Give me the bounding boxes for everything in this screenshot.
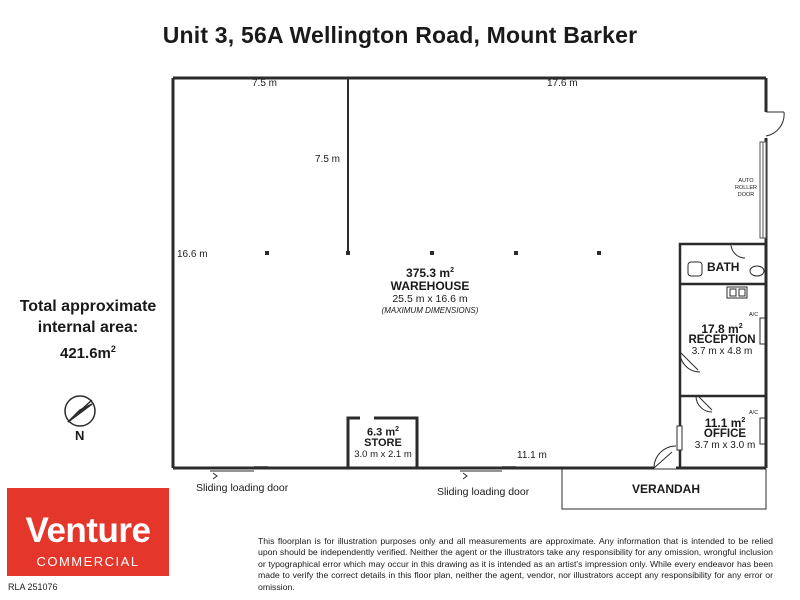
disclaimer-text: This floorplan is for illustration purpo…	[258, 536, 773, 592]
total-area-value: 421.6m2	[60, 344, 116, 362]
compass-icon	[64, 395, 96, 427]
store-walls	[346, 416, 419, 468]
sliding-door-label-1: Sliding loading door	[196, 482, 289, 494]
dim-left-height: 16.6 m	[177, 249, 208, 260]
bath-label: BATH	[707, 260, 740, 274]
page-title: Unit 3, 56A Wellington Road, Mount Barke…	[162, 22, 638, 48]
dim-top-left: 7.5 m	[252, 78, 278, 89]
reception-label: 17.8 m2 RECEPTION 3.7 m x 4.8 m	[688, 322, 756, 357]
dim-top-right: 17.6 m	[547, 78, 578, 89]
ac-label-reception: A/C	[749, 312, 759, 318]
verandah-outline	[561, 468, 767, 510]
auto-roller-door-label: AUTO ROLLER DOOR	[734, 178, 757, 198]
ac-units	[759, 317, 766, 445]
sliding-door-label-2: Sliding loading door	[437, 486, 530, 498]
compass-north-label: N	[75, 428, 85, 443]
kitchen-sink	[726, 286, 748, 299]
sliding-doors	[210, 466, 516, 480]
office-door	[695, 395, 713, 413]
total-area-label: Total approximate internal area:	[19, 298, 157, 336]
venture-commercial-logo: Venture COMMERCIAL	[7, 488, 169, 576]
office-label: 11.1 m2 OFFICE 3.7 m x 3.0 m	[694, 416, 756, 451]
room-walls	[678, 242, 766, 468]
outer-walls	[171, 76, 768, 470]
dim-inner-wall: 7.5 m	[315, 154, 341, 165]
ac-label-office: A/C	[749, 410, 759, 416]
reception-door	[679, 349, 701, 373]
entry-door	[765, 111, 785, 137]
store-label: 6.3 m2 STORE 3.0 m x 2.1 m	[354, 426, 412, 460]
columns	[265, 251, 601, 255]
verandah-label: VERANDAH	[632, 482, 701, 496]
front-door	[653, 445, 677, 469]
rla-number: RLA 251076	[8, 582, 58, 592]
warehouse-label: 375.3 m2 WAREHOUSE 25.5 m x 16.6 m (MAXI…	[381, 266, 479, 315]
bath-fixtures	[687, 243, 765, 277]
auto-roller-door	[759, 141, 767, 239]
office-window	[676, 425, 683, 451]
dim-bottom: 11.1 m	[517, 450, 547, 461]
